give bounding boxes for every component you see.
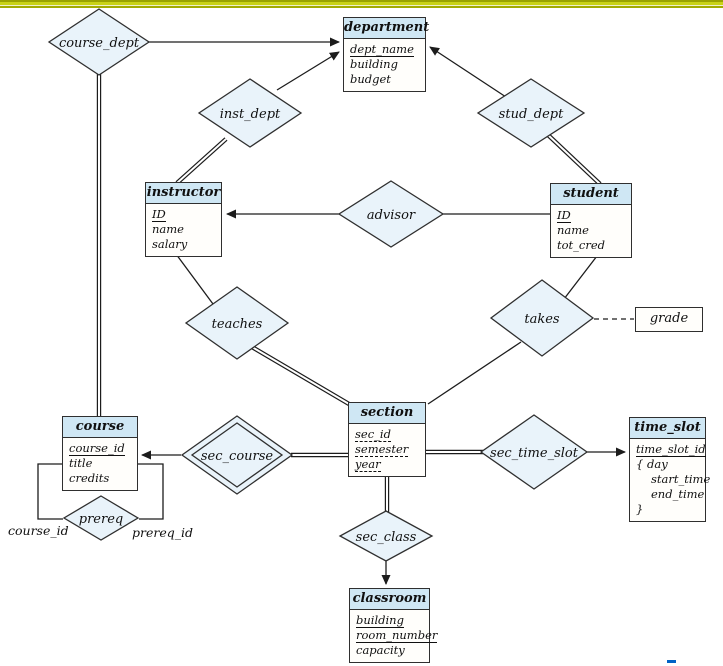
edge-stud_dept-student <box>545 132 602 186</box>
attribute-id: ID <box>557 208 571 223</box>
attribute-end_time: end_time <box>651 487 705 501</box>
attribute-room_number: room_number <box>356 628 438 643</box>
edge-instructor-teaches <box>175 253 214 305</box>
blue-dash-mark <box>667 660 676 663</box>
relationship-sec_course: sec_course <box>180 415 294 495</box>
attribute-tot_cred: tot_cred <box>557 238 606 252</box>
attribute-day-open-brace: { day <box>636 457 668 471</box>
relationship-advisor: advisor <box>337 180 445 248</box>
relationship-stud_dept: stud_dept <box>476 78 586 148</box>
edge-student-takes <box>563 255 598 300</box>
attribute-start_time: start_time <box>651 472 711 486</box>
svg-text:stud_dept: stud_dept <box>499 107 564 122</box>
relationship-sec_class: sec_class <box>338 510 434 562</box>
relationship-inst_dept: inst_dept <box>197 78 303 148</box>
svg-text:takes: takes <box>524 312 560 327</box>
edge-inst_dept-department-arrow <box>276 51 340 91</box>
attribute-semester: semester <box>355 442 409 457</box>
entity-instructor-title: instructor <box>146 183 221 204</box>
svg-text:course_dept: course_dept <box>59 36 140 51</box>
svg-text:teaches: teaches <box>212 317 263 332</box>
svg-text:prereq: prereq <box>79 512 123 527</box>
relationship-takes: takes <box>489 279 595 357</box>
attribute-name: name <box>557 223 589 237</box>
edge-teaches-section <box>250 345 351 406</box>
entity-department-title: department <box>344 18 429 39</box>
attribute-close-brace: } <box>636 502 644 516</box>
edge-course-prereq-left-loop <box>37 463 63 520</box>
svg-text:sec_time_slot: sec_time_slot <box>490 446 579 461</box>
entity-course-title: course <box>63 417 137 438</box>
svg-text:advisor: advisor <box>367 208 416 223</box>
svg-text:sec_course: sec_course <box>201 449 274 464</box>
page-top-bar <box>0 0 723 8</box>
attribute-box-grade: grade <box>635 307 703 332</box>
relationship-course_dept: course_dept <box>47 8 151 76</box>
attribute-capacity: capacity <box>356 643 405 657</box>
attribute-budget: budget <box>350 72 391 86</box>
attribute-building: building <box>350 57 398 71</box>
attribute-dept_name: dept_name <box>350 42 414 57</box>
svg-text:inst_dept: inst_dept <box>220 107 281 122</box>
relationship-teaches: teaches <box>184 286 290 360</box>
attribute-salary: salary <box>152 237 188 251</box>
attribute-year: year <box>355 457 381 472</box>
edge-inst_dept-instructor <box>175 137 228 185</box>
entity-department: department dept_name building budget <box>343 17 429 92</box>
role-label-prereq_id: prereq_id <box>132 525 193 540</box>
entity-time_slot: time_slot time_slot_id { day start_time … <box>629 417 711 522</box>
edge-takes-section <box>427 341 522 405</box>
attribute-building: building <box>356 613 404 628</box>
attribute-time_slot_id: time_slot_id <box>636 442 706 457</box>
relationship-sec_time_slot: sec_time_slot <box>479 414 589 490</box>
svg-text:sec_class: sec_class <box>356 530 417 545</box>
relationship-prereq: prereq <box>62 495 140 541</box>
entity-time_slot-title: time_slot <box>630 418 705 439</box>
entity-instructor: instructor ID name salary <box>145 182 222 257</box>
entity-student-title: student <box>551 184 631 205</box>
entity-section-title: section <box>349 403 425 424</box>
attribute-id: ID <box>152 207 166 222</box>
entity-course: course course_id title credits <box>62 416 138 491</box>
attribute-sec_id: sec_id <box>355 427 391 442</box>
role-label-course_id: course_id <box>8 523 69 538</box>
entity-classroom-title: classroom <box>350 589 429 610</box>
entity-section: section sec_id semester year <box>348 402 426 477</box>
entity-classroom: classroom building room_number capacity <box>349 588 438 663</box>
attribute-name: name <box>152 222 184 236</box>
attribute-credits: credits <box>69 471 110 485</box>
attribute-course_id: course_id <box>69 441 125 456</box>
edge-course-prereq-right-loop <box>138 463 164 520</box>
entity-student: student ID name tot_cred <box>550 183 632 258</box>
edge-stud_dept-department-arrow <box>429 46 507 98</box>
attribute-title: title <box>69 456 93 470</box>
